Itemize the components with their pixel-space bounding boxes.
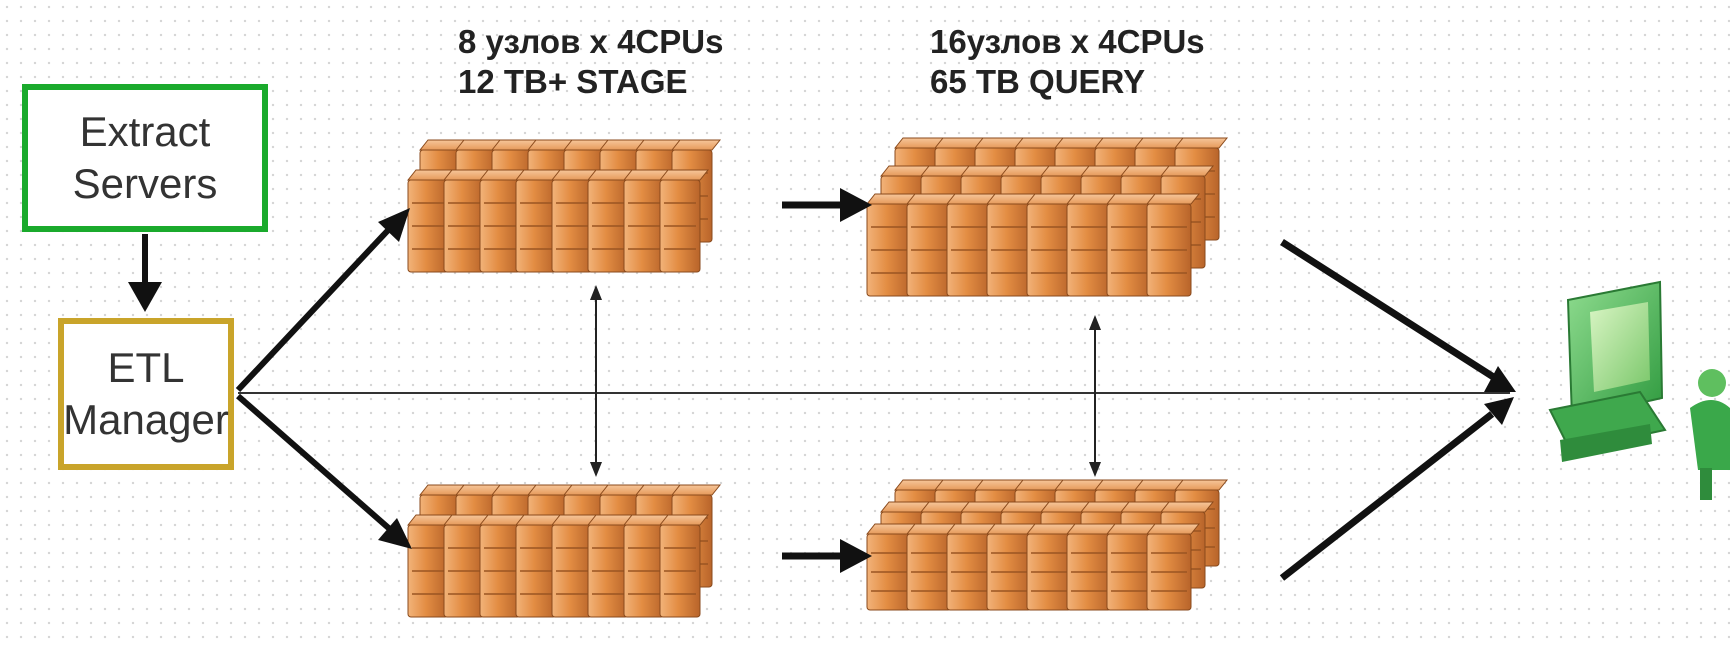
server-rack-icon: [865, 137, 1229, 297]
stage-to-query-top-arrow: [782, 188, 872, 222]
stage-cluster-storage: 12 TB+ STAGE: [458, 63, 688, 100]
query-cluster-nodes: 16узлов x 4CPUs: [930, 23, 1205, 60]
extract-servers-line2: Servers: [72, 160, 218, 207]
server-rack-icon: [865, 479, 1229, 611]
extract-servers-box: Extract Servers: [22, 84, 268, 232]
query-top-to-client-arrow: [1280, 239, 1516, 392]
server-rack-icon: [406, 484, 722, 618]
etl-manager-line1: ETL: [107, 344, 185, 391]
extract-to-etl-arrow: [128, 234, 162, 312]
query-cluster-label: 16узлов x 4CPUs 65 TB QUERY: [930, 22, 1205, 102]
server-unit-top: [670, 139, 722, 151]
etl-to-stage-bottom-arrow: [236, 393, 412, 549]
extract-servers-line1: Extract: [79, 108, 211, 155]
server-unit-top: [670, 484, 722, 496]
etl-manager-line2: Manager: [63, 396, 229, 443]
etl-to-stage-top-arrow: [235, 208, 410, 393]
server-unit-top: [1145, 523, 1201, 535]
server-unit-top: [1159, 165, 1215, 177]
server-unit-top: [658, 514, 710, 526]
server-rack-icon: [406, 139, 722, 273]
server-unit-top: [1173, 479, 1229, 491]
server-unit-top: [1173, 137, 1229, 149]
server-unit-top: [1145, 193, 1201, 205]
stage-cluster-nodes: 8 узлов x 4CPUs: [458, 23, 724, 60]
server-unit-top: [658, 169, 710, 181]
query-sync-arrow: [1089, 315, 1101, 477]
stage-cluster-label: 8 узлов x 4CPUs 12 TB+ STAGE: [458, 22, 723, 102]
etl-manager-box: ETL Manager: [58, 318, 234, 470]
client-workstation-icon: [1548, 280, 1667, 462]
query-bottom-to-client-arrow: [1279, 397, 1514, 581]
stage-to-query-bottom-arrow: [782, 539, 872, 573]
user-icon: [1690, 369, 1730, 500]
query-cluster-storage: 65 TB QUERY: [930, 63, 1146, 100]
server-unit-top: [1159, 501, 1215, 513]
stage-sync-arrow: [590, 285, 602, 477]
